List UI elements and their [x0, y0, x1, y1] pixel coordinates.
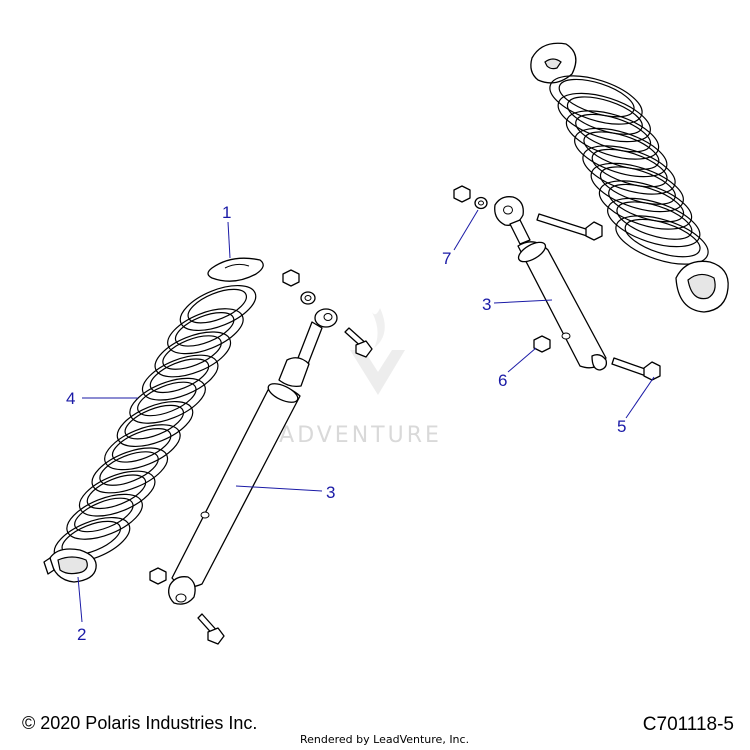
spring-retainer-right: [530, 42, 577, 84]
spring-retainer-left: [207, 257, 264, 282]
spring-coil-turn: [66, 493, 143, 540]
callout-7: 7: [442, 249, 451, 268]
spring-coil-inner: [566, 96, 643, 135]
spring-coil-inner: [624, 218, 701, 258]
spring-coil-inner: [99, 451, 159, 486]
spring-coil-turn: [116, 400, 194, 448]
figure-code: C701118-5: [642, 714, 734, 735]
spring-coil-turn: [179, 284, 257, 332]
hardware-left: [149, 269, 373, 645]
callout-5: 5: [617, 417, 626, 436]
callout-6: 6: [498, 371, 507, 390]
spring-coil-inner: [575, 113, 652, 153]
spring-coil-turn: [129, 377, 206, 424]
spring-coil-inner: [111, 428, 172, 463]
callout-4: 4: [66, 389, 75, 408]
callout-2: 2: [77, 625, 86, 644]
watermark-logo: [350, 308, 405, 395]
spring-seat-left: [43, 548, 97, 583]
callout-3-right: 3: [482, 295, 491, 314]
spring-coil-turn: [91, 447, 169, 494]
spring-coil-inner: [162, 335, 222, 370]
rendered-by-text: Rendered by LeadVenture, Inc.: [300, 733, 470, 746]
spring-coil-turn: [78, 470, 156, 517]
shock-absorber-left: [168, 308, 338, 605]
hardware-right: [453, 185, 661, 381]
spring-coil-inner: [558, 78, 635, 118]
spring-coil-inner: [74, 497, 134, 533]
spring-coil-turn: [104, 424, 181, 471]
spring-coil-inner: [86, 474, 147, 510]
spring-coil-inner: [124, 404, 185, 440]
spring-coil-inner: [187, 288, 248, 324]
coil-spring-left: [53, 284, 257, 564]
spring-coil-inner: [583, 131, 660, 170]
spring-coil-turn: [167, 308, 244, 355]
spring-coil-inner: [137, 381, 197, 417]
callout-leaders: [77, 209, 655, 623]
coil-spring-right: [549, 75, 709, 265]
spring-coil-turn: [615, 215, 709, 265]
spring-coil-inner: [608, 183, 685, 223]
spring-coil-inner: [616, 201, 693, 240]
spring-coil-inner: [149, 358, 210, 394]
spring-coil-inner: [599, 166, 676, 205]
spring-coil-turn: [141, 354, 219, 401]
spring-coil-inner: [174, 312, 235, 347]
callout-1: 1: [222, 203, 231, 222]
copyright-text: © 2020 Polaris Industries Inc.: [22, 713, 258, 733]
shock-absorber-right: [494, 196, 608, 371]
spring-coil-inner: [591, 148, 668, 188]
callout-3-left: 3: [326, 483, 335, 502]
spring-seat-right: [675, 260, 729, 313]
spring-coil-turn: [154, 331, 232, 378]
